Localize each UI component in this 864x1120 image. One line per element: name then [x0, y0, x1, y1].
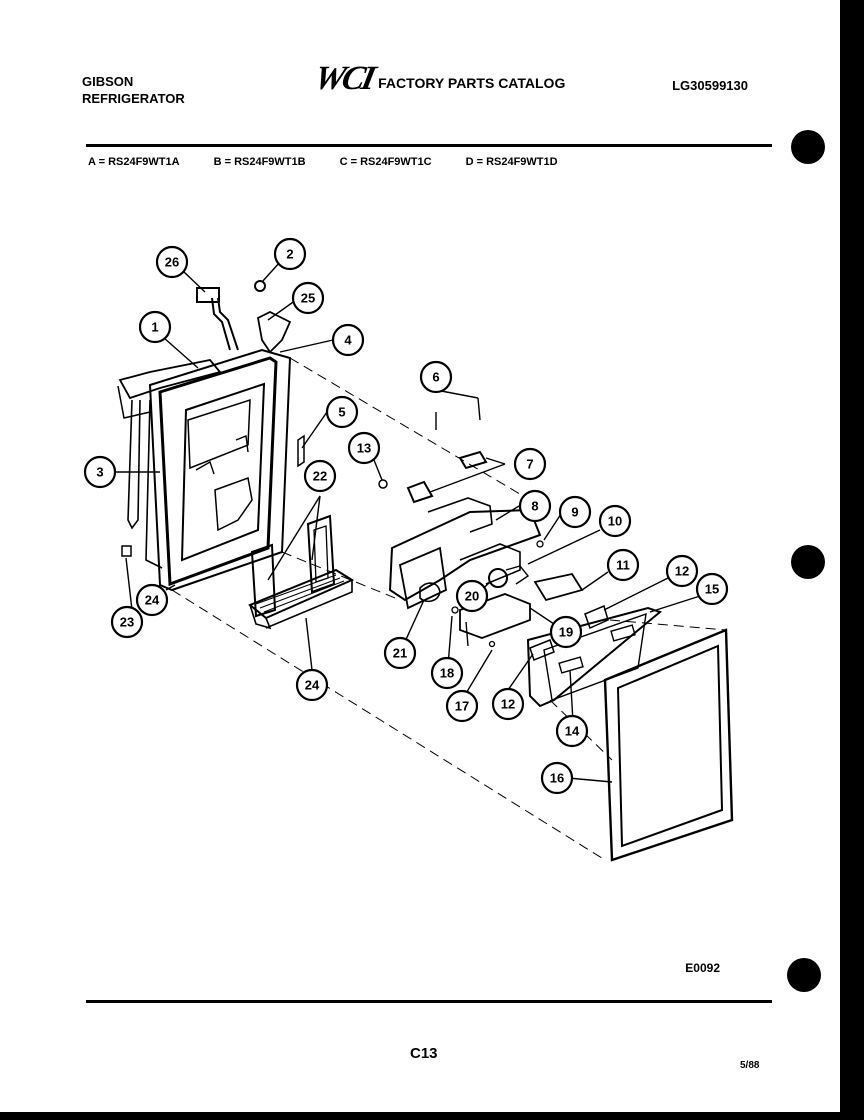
footer-rule — [86, 1000, 772, 1003]
model-c: C = RS24F9WT1C — [339, 156, 432, 168]
callout-15: 15 — [695, 572, 729, 606]
callout-4: 4 — [331, 323, 365, 357]
catalog-heading: WCI FACTORY PARTS CATALOG — [311, 60, 566, 97]
callout-label: 22 — [313, 469, 327, 484]
callout-12-upper: 12 — [665, 554, 699, 588]
callout-label: 24 — [145, 593, 160, 608]
callout-label: 21 — [393, 646, 407, 661]
callout-17: 17 — [445, 689, 479, 723]
callout-label: 16 — [550, 771, 564, 786]
binder-hole-top — [791, 130, 825, 164]
product-type: REFRIGERATOR — [82, 91, 185, 106]
catalog-title: FACTORY PARTS CATALOG — [378, 75, 566, 91]
model-list: A = RS24F9WT1A B = RS24F9WT1B C = RS24F9… — [88, 156, 558, 168]
model-a: A = RS24F9WT1A — [88, 156, 180, 168]
exploded-parts-diagram: 26 2 25 1 4 5 6 3 13 7 22 8 9 10 11 12 1… — [83, 237, 734, 862]
callout-3: 3 — [83, 455, 117, 489]
callout-27: 26 — [155, 245, 189, 279]
callout-label: 4 — [344, 333, 352, 348]
callout-16: 16 — [540, 761, 574, 795]
callout-label: 20 — [465, 589, 479, 604]
callout-8: 8 — [518, 489, 552, 523]
callout-19: 19 — [549, 615, 583, 649]
brand-name: GIBSON — [82, 74, 134, 89]
callout-label: 15 — [705, 582, 719, 597]
callout-20: 20 — [455, 579, 489, 613]
brand-block: GIBSON REFRIGERATOR — [82, 73, 185, 107]
callout-label: 1 — [151, 320, 158, 335]
callout-5: 5 — [325, 395, 359, 429]
binder-hole-bottom — [787, 958, 821, 992]
callout-18: 18 — [430, 656, 464, 690]
callout-label: 8 — [531, 499, 538, 514]
callout-10: 10 — [598, 504, 632, 538]
callout-9: 9 — [558, 495, 592, 529]
callout-label: 23 — [120, 615, 134, 630]
print-date: 5/88 — [740, 1060, 760, 1071]
callout-label: 19 — [559, 625, 573, 640]
callout-6: 6 — [419, 360, 453, 394]
callout-label: 10 — [608, 514, 622, 529]
callout-22: 22 — [303, 459, 337, 493]
callout-label: 5 — [338, 405, 345, 420]
callout-label: 11 — [616, 558, 630, 573]
callout-24: 24 — [135, 583, 169, 617]
callout-21: 21 — [383, 636, 417, 670]
callout-label: 17 — [455, 699, 469, 714]
callout-label: 24 — [305, 678, 320, 693]
drawing-code: E0092 — [685, 961, 720, 975]
callout-11: 11 — [606, 548, 640, 582]
callout-14: 14 — [555, 714, 589, 748]
catalog-page: GIBSON REFRIGERATOR WCI FACTORY PARTS CA… — [0, 0, 840, 1112]
callout-label: 25 — [301, 291, 315, 306]
catalog-number: LG30599130 — [672, 78, 748, 93]
callout-label: 14 — [565, 724, 580, 739]
callout-label: 2 — [286, 247, 293, 262]
callout-12-lower: 12 — [491, 687, 525, 721]
callout-label: 3 — [96, 465, 103, 480]
callout-label: 12 — [501, 697, 515, 712]
callout-23: 24 — [295, 668, 329, 702]
model-d: D = RS24F9WT1D — [465, 156, 558, 168]
alignment-lines — [171, 357, 727, 861]
model-b: B = RS24F9WT1B — [213, 156, 306, 168]
callout-26: 25 — [291, 281, 325, 315]
callout-1: 1 — [138, 310, 172, 344]
page-number: C13 — [410, 1045, 438, 1062]
callout-25: 23 — [110, 605, 144, 639]
callout-label: 9 — [571, 505, 578, 520]
callout-label: 26 — [165, 255, 179, 270]
callout-label: 6 — [432, 370, 439, 385]
callout-label: 13 — [357, 441, 371, 456]
callout-label: 12 — [675, 564, 689, 579]
callout-2: 2 — [273, 237, 307, 271]
binder-hole-middle — [791, 545, 825, 579]
callout-label: 7 — [526, 457, 533, 472]
header-rule — [86, 144, 772, 147]
callout-7: 7 — [513, 447, 547, 481]
callout-label: 18 — [440, 666, 454, 681]
callout-13: 13 — [347, 431, 381, 465]
